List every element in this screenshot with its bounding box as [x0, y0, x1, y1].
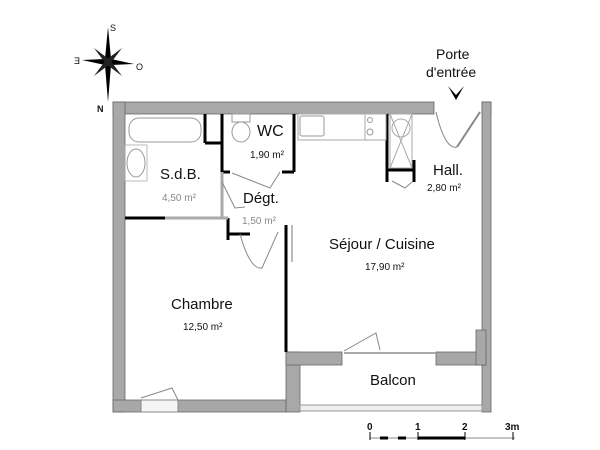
doors [140, 111, 481, 413]
balcony-railing [299, 404, 483, 412]
light-partitions [165, 172, 228, 220]
scale-bar [369, 432, 515, 440]
room-sejour-name: Séjour / Cuisine [329, 236, 435, 253]
exterior-walls [112, 101, 492, 413]
room-sdb-area: 4,50 m² [162, 193, 196, 204]
compass-west-label: O [136, 62, 144, 72]
compass-north-label: N [97, 104, 104, 114]
room-hall-area: 2,80 m² [427, 183, 461, 194]
interior-partitions [125, 114, 416, 352]
entrance-arrow-icon [448, 86, 464, 100]
room-chambre-area: 12,50 m² [183, 322, 223, 333]
compass-south-label: S [110, 23, 117, 33]
cupboard [389, 113, 413, 169]
room-balcon-name: Balcon [370, 372, 416, 389]
compass-east-label: E [74, 56, 81, 66]
toilet [231, 121, 251, 143]
washbasin [126, 148, 146, 178]
bathtub [128, 117, 202, 143]
scale-tick-3: 3m [505, 422, 520, 433]
hob [367, 117, 373, 123]
compass-rose-icon [82, 27, 134, 102]
room-chambre-name: Chambre [171, 296, 233, 313]
scale-tick-0: 0 [367, 422, 373, 433]
room-degt-area: 1,50 m² [242, 216, 276, 227]
room-degt-name: Dégt. [243, 190, 279, 207]
room-wc-name: WC [257, 123, 284, 140]
kitchen-sink [299, 115, 325, 137]
scale-tick-1: 1 [415, 422, 421, 433]
kitchen-counter [297, 113, 387, 141]
entrance-label-line2: d'entrée [426, 64, 477, 80]
room-sejour-area: 17,90 m² [365, 262, 405, 273]
room-sdb-name: S.d.B. [160, 166, 201, 183]
room-hall-name: Hall. [433, 162, 464, 179]
room-wc-area: 1,90 m² [250, 150, 284, 161]
entrance-label-line1: Porte [436, 46, 470, 62]
scale-tick-2: 2 [462, 422, 468, 433]
